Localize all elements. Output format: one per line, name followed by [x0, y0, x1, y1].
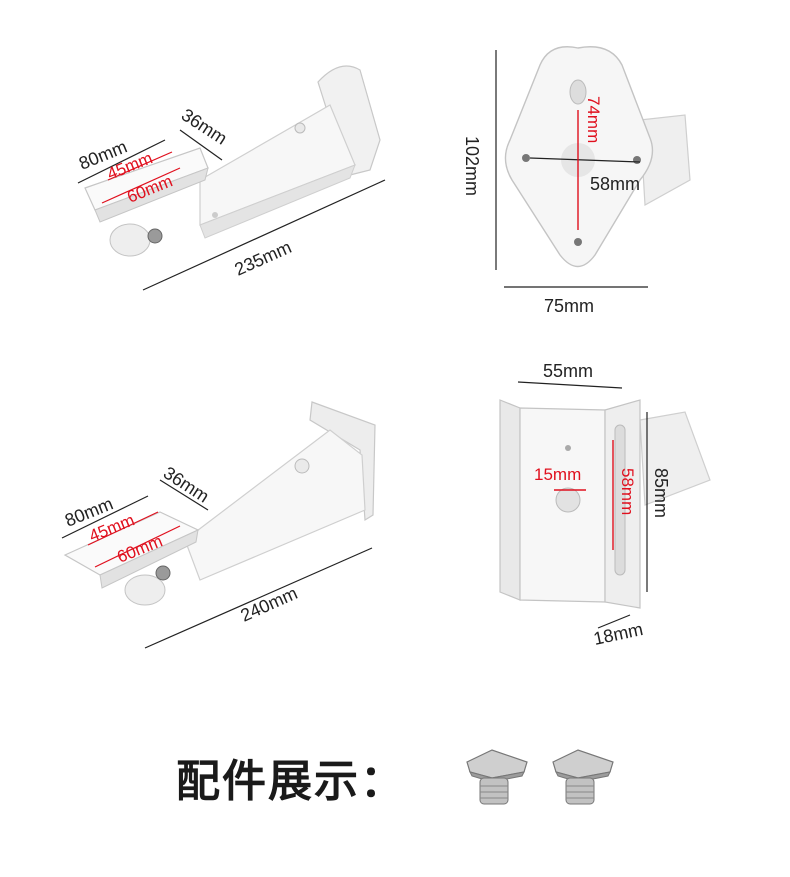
pole-plate-panel: 55mm 85mm 15mm 58mm 18mm	[400, 340, 790, 660]
bracket-240-length-label: 240mm	[237, 583, 300, 626]
wall-plate-panel: 102mm 74mm 58mm 75mm	[400, 0, 790, 320]
pole-plate-hole-label: 15mm	[534, 465, 581, 484]
pole-plate-flange-label: 18mm	[592, 619, 645, 649]
wall-plate-hole-vertical-label: 74mm	[584, 96, 603, 143]
accessory-screw-1	[462, 742, 532, 812]
screw-icon	[466, 749, 528, 805]
wall-plate-hole-horizontal-label: 58mm	[590, 174, 640, 194]
wall-plate-image: 102mm 74mm 58mm 75mm	[462, 46, 691, 316]
wall-plate-width-label: 75mm	[544, 296, 594, 316]
accessories-title: 配件展示：	[176, 756, 406, 807]
bracket-240-panel: 80mm 36mm 45mm 60mm 240mm	[0, 330, 400, 660]
pole-plate-image: 55mm 85mm 15mm 58mm 18mm	[499, 361, 711, 649]
wall-plate-height-label: 102mm	[462, 136, 482, 196]
screw-icon	[552, 749, 614, 805]
accessory-screw-2	[548, 742, 618, 812]
pole-plate-slot-label: 58mm	[618, 468, 637, 515]
bracket-235-depth-label: 36mm	[178, 105, 231, 149]
bracket-235-panel: 80mm 36mm 45mm 60mm 235mm	[0, 0, 400, 320]
bracket-240-image: 80mm 36mm 45mm 60mm 240mm	[61, 401, 376, 649]
bracket-235-length-label: 235mm	[231, 237, 294, 280]
pole-plate-width-label: 55mm	[543, 361, 593, 381]
pole-plate-height-label: 85mm	[651, 468, 671, 518]
bracket-235-image: 80mm 36mm 45mm 60mm 235mm	[76, 65, 386, 291]
